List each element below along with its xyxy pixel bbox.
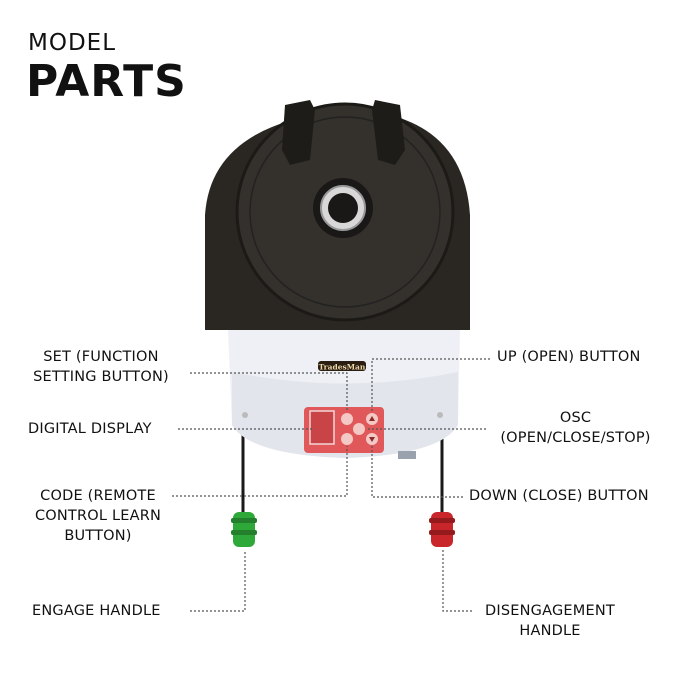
leader-code xyxy=(172,446,348,497)
code-button[interactable] xyxy=(341,433,353,445)
leader-disengage xyxy=(442,550,472,612)
heading-parts: PARTS xyxy=(26,56,187,107)
label-osc-line1: OSC xyxy=(559,410,592,426)
label-code-line1: CODE (REMOTE xyxy=(40,488,156,504)
label-set: SET (FUNCTION SETTING BUTTON) xyxy=(20,347,182,387)
leader-up xyxy=(371,358,490,412)
label-set-line2: SETTING BUTTON) xyxy=(33,369,169,385)
label-engage-handle: ENGAGE HANDLE xyxy=(32,603,161,619)
brand-logo: TradesMan xyxy=(319,363,366,372)
leader-engage xyxy=(190,550,246,612)
engage-handle[interactable] xyxy=(231,512,257,547)
leader-down xyxy=(371,446,463,498)
leader-set xyxy=(190,372,348,412)
disengage-handle[interactable] xyxy=(429,512,455,547)
brand-badge xyxy=(318,361,366,371)
heading-model: MODEL xyxy=(28,30,117,56)
mount-left xyxy=(282,100,315,165)
label-disengage-line1: DISENGAGEMENT xyxy=(485,603,615,619)
osc-button[interactable] xyxy=(353,423,365,435)
label-code: CODE (REMOTE CONTROL LEARN BUTTON) xyxy=(18,486,178,546)
digital-display xyxy=(309,410,335,445)
label-code-line2: CONTROL LEARN xyxy=(34,508,162,524)
label-osc-line2: (OPEN/CLOSE/STOP) xyxy=(500,430,651,446)
label-set-line1: SET (FUNCTION xyxy=(43,349,159,365)
set-button[interactable] xyxy=(341,413,353,425)
label-disengagement-handle: DISENGAGEMENT HANDLE xyxy=(472,601,628,641)
label-osc: OSC (OPEN/CLOSE/STOP) xyxy=(488,408,663,448)
label-disengage-line2: HANDLE xyxy=(519,623,581,639)
label-digital-display: DIGITAL DISPLAY xyxy=(28,421,152,437)
label-up-button: UP (OPEN) BUTTON xyxy=(497,349,641,365)
terminal-block xyxy=(398,451,416,459)
label-code-line3: BUTTON) xyxy=(64,528,132,544)
label-down-button: DOWN (CLOSE) BUTTON xyxy=(469,488,649,504)
mount-right xyxy=(372,100,405,165)
